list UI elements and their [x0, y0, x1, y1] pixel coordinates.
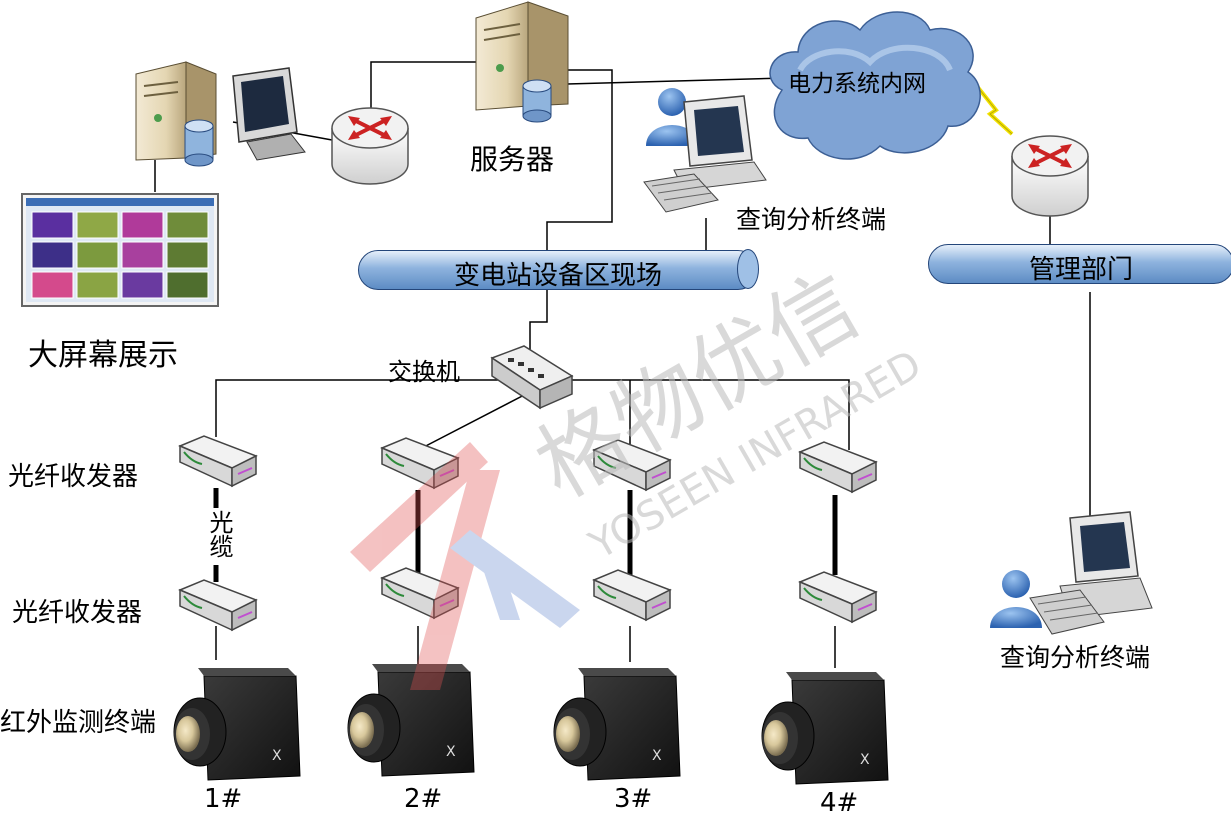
thermal-thumbnail: [76, 241, 119, 269]
camera-icon: X: [347, 664, 475, 777]
fiber-transceiver-bottom-label: 光纤收发器: [12, 598, 143, 628]
server-label: 服务器: [470, 143, 555, 176]
camera-3-label: 3#: [614, 784, 653, 814]
thermal-thumbnail: [166, 241, 209, 269]
thermal-thumbnail: [121, 271, 164, 299]
thermal-thumbnail: [121, 241, 164, 269]
fiber-transceiver-top-label: 光纤收发器: [8, 462, 139, 492]
camera-4-label: 4#: [820, 788, 859, 818]
thermal-thumbnail: [31, 271, 74, 299]
transceiver-icon: [798, 571, 878, 624]
management-bus: 管理部门: [928, 244, 1231, 285]
query-terminal-bottom-label: 查询分析终端: [1000, 643, 1151, 672]
svg-text:X: X: [652, 748, 662, 764]
svg-text:X: X: [860, 752, 870, 768]
thermal-thumbnail: [31, 211, 74, 239]
user-icon: [646, 88, 698, 146]
thermal-thumbnail: [31, 241, 74, 269]
query-terminal-top-label: 查询分析终端: [736, 205, 887, 234]
thermal-thumbnail: [166, 271, 209, 299]
user-icon: [990, 570, 1042, 628]
thermal-thumbnail: [121, 211, 164, 239]
management-bus-label: 管理部门: [1028, 255, 1133, 285]
cable-label: 光缆: [202, 510, 237, 558]
pc-icon: [643, 95, 767, 213]
server-icon: [475, 1, 569, 111]
thermal-thumbnail: [76, 271, 119, 299]
transceiver-icon: [798, 441, 878, 494]
transceiver-icon: [178, 435, 258, 488]
switch-icon: [490, 345, 574, 410]
thermal-thumbnail: [76, 211, 119, 239]
router-icon: [331, 107, 409, 185]
cloud-icon: [769, 11, 981, 160]
svg-text:X: X: [446, 744, 456, 760]
camera-icon: X: [761, 672, 889, 785]
transceiver-icon: [380, 567, 460, 620]
router-icon: [1011, 135, 1089, 217]
camera-2-label: 2#: [404, 784, 443, 814]
camera-icon: X: [553, 668, 681, 781]
transceiver-icon: [380, 437, 460, 490]
svg-text:X: X: [272, 748, 282, 764]
ir-terminal-label: 红外监测终端: [0, 708, 157, 738]
monitor-icon: [232, 67, 306, 161]
thermal-thumbnail: [166, 211, 209, 239]
transceiver-icon: [592, 569, 672, 622]
camera-icon: X: [173, 668, 301, 781]
transceiver-icon: [592, 439, 672, 492]
pc-icon: [1029, 511, 1153, 635]
camera-1-label: 1#: [204, 784, 243, 814]
big-screen-label: 大屏幕展示: [28, 338, 178, 373]
switch-label: 交换机: [388, 358, 460, 386]
substation-bus-label: 变电站设备区现场: [453, 261, 662, 291]
database-icon: [184, 119, 214, 167]
big-screen-display: [21, 193, 219, 307]
transceiver-icon: [178, 579, 258, 632]
cloud-label: 电力系统内网: [788, 71, 926, 97]
database-icon: [522, 79, 552, 123]
substation-bus: 变电站设备区现场: [358, 249, 759, 291]
